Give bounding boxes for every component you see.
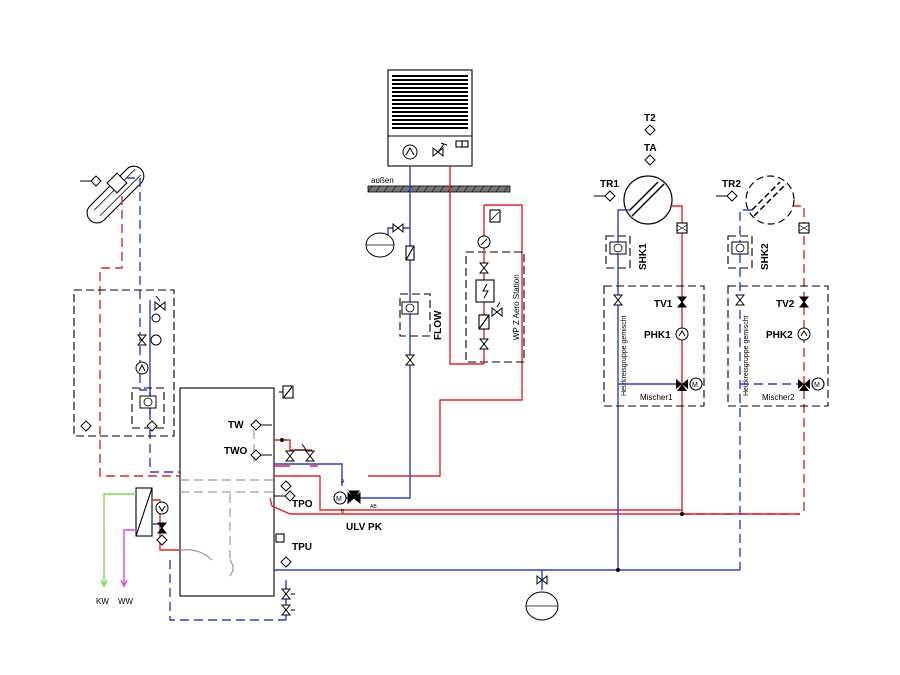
phk2-pump-icon	[797, 327, 811, 341]
hkg2-label: Heizkreisgruppe gemischt	[743, 315, 750, 396]
ulv-label: ULV PK	[346, 522, 383, 533]
buffer-storage-tank: TW TWO TPO TPU	[179, 385, 313, 597]
outside-label: außen	[371, 176, 394, 185]
cold-water-pipe	[103, 493, 136, 584]
flow-meter-group: FLOW	[399, 293, 444, 366]
expansion-valve-icon	[432, 142, 448, 157]
hkg1-label: Heizkreisgruppe gemischt	[621, 315, 628, 396]
mischer1-valve-icon	[676, 379, 688, 391]
tank-vent-icon	[279, 385, 294, 399]
bottom-valves	[281, 580, 295, 620]
mischer1-label: Mischer1	[640, 393, 673, 402]
heat-pump-outdoor-unit	[387, 69, 473, 167]
tank-supply-pipe-a	[274, 475, 682, 511]
wp-station-label: WP Z Aero Station	[512, 274, 521, 340]
tr2-label: TR2	[722, 179, 741, 190]
kw-label: KW	[96, 597, 109, 606]
tpu-label: TPU	[292, 542, 312, 553]
hp-return-pipe	[368, 166, 411, 499]
tpo-label: TPO	[292, 499, 313, 510]
expansion-vessel-system	[525, 570, 559, 621]
tpu-well-icon	[275, 533, 285, 543]
port-ab-label: AB	[370, 504, 377, 510]
solar-supply-dash	[99, 196, 180, 477]
hp-supply-pipe-a	[449, 166, 484, 365]
solar-manometer-icon	[151, 313, 161, 323]
expansion-vessel-hp	[365, 223, 410, 258]
shk1-label: SHK1	[638, 243, 649, 270]
solar-safety-valve-icon	[154, 295, 166, 311]
ww-label: WW	[118, 597, 134, 606]
port-b-label: B	[341, 509, 345, 515]
solar-return-to-tank	[149, 430, 180, 473]
dhw-valve-group	[274, 438, 318, 467]
shk2-label: SHK2	[760, 243, 771, 270]
wp-aero-station: WP Z Aero Station	[465, 205, 525, 364]
solar-station	[73, 289, 175, 437]
phk1-pump-icon	[675, 327, 689, 341]
tank-bottom-dash	[169, 560, 286, 621]
t2-label: T2	[644, 113, 656, 124]
flow-label: FLOW	[433, 310, 444, 340]
port-a-label: A	[341, 479, 345, 485]
ulv-pk-valve: M A B AB ULV PK	[333, 479, 383, 533]
hc1-return-pipe	[617, 209, 630, 570]
phk1-label: PHK1	[644, 330, 671, 341]
hc2-return-pipe	[739, 209, 752, 570]
tank-supply-pipe-b	[269, 497, 800, 515]
outdoor-sensors: T2 TA	[644, 113, 657, 166]
safety-valve-icon	[491, 301, 503, 317]
hc2-supply-pipe	[792, 205, 805, 514]
mischer2-motor-label: M	[814, 382, 820, 389]
mischer1-motor-label: M	[692, 382, 698, 389]
two-label: TWO	[224, 446, 248, 457]
heating-circuit-1: TR1 SHK1 TV1 PHK1 Heizkreisgruppe gemisc…	[593, 175, 705, 572]
manometer-icon	[477, 235, 491, 249]
tr1-label: TR1	[600, 179, 619, 190]
mischer2-valve-icon	[798, 379, 810, 391]
compressor-icon	[402, 144, 418, 160]
hp-supply-pipe-b	[368, 204, 523, 477]
tv1-label: TV1	[654, 299, 673, 310]
hot-water-pipe	[123, 529, 136, 584]
fwm-pump-icon	[155, 501, 169, 515]
fresh-water-station: KW WW	[96, 487, 180, 606]
tank-return-pipe	[274, 463, 343, 486]
tv2-label: TV2	[776, 299, 795, 310]
fan-grille	[392, 74, 468, 132]
hc1-supply-pipe	[670, 205, 683, 514]
ulv-motor-label: M	[336, 496, 342, 503]
ta-label: TA	[644, 143, 657, 154]
solar-collector	[79, 165, 145, 224]
outer-wall: außen	[367, 176, 511, 193]
solar-flow-indicator-icon	[150, 334, 162, 346]
phk2-label: PHK2	[766, 330, 793, 341]
mischer2-label: Mischer2	[762, 393, 795, 402]
heating-circuit-2: TR2 SHK2 TV2 PHK2 Heizkreisgruppe gemisc…	[715, 175, 829, 570]
tw-label: TW	[228, 420, 244, 431]
solar-return-dash	[126, 177, 151, 420]
